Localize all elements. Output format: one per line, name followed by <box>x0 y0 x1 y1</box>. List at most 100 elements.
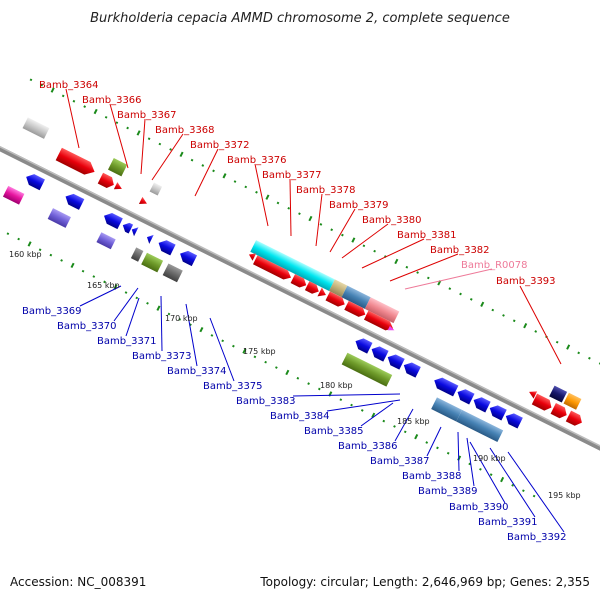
gene-label[interactable]: Bamb_3381 <box>397 230 457 241</box>
gene-label[interactable]: Bamb_3386 <box>338 441 398 452</box>
gene-feature[interactable] <box>329 279 348 298</box>
scale-label: 180 kbp <box>320 381 353 390</box>
gene-feature[interactable] <box>385 352 405 370</box>
gene-feature[interactable] <box>317 287 328 299</box>
forward-strand-features <box>22 117 585 428</box>
gene-label[interactable]: Bamb_3374 <box>167 366 227 377</box>
inner-tick-ruler <box>6 232 536 498</box>
gene-feature[interactable] <box>563 392 582 410</box>
scale-label: 160 kbp <box>9 250 42 259</box>
gene-label[interactable]: Bamb_3369 <box>22 306 82 317</box>
scale-label: 170 kbp <box>165 314 198 323</box>
top-leader-lines <box>65 88 562 365</box>
gene-feature[interactable] <box>364 297 400 324</box>
gene-feature[interactable] <box>341 352 393 387</box>
gene-feature[interactable] <box>97 172 117 190</box>
gene-feature[interactable] <box>531 393 554 413</box>
gene-label[interactable]: Bamb_3383 <box>236 396 296 407</box>
gene-feature[interactable] <box>290 274 309 290</box>
gene-feature[interactable] <box>253 255 293 282</box>
gene-feature[interactable] <box>527 388 538 399</box>
gene-label[interactable]: Bamb_3377 <box>262 170 322 181</box>
gene-label[interactable]: Bamb_3364 <box>39 80 99 91</box>
gene-feature[interactable] <box>130 247 144 262</box>
gene-feature[interactable] <box>432 375 459 397</box>
gene-feature[interactable] <box>549 385 568 403</box>
gene-feature[interactable] <box>401 360 421 378</box>
gene-label[interactable]: Bamb_3388 <box>402 471 462 482</box>
reverse-strand-features <box>2 172 523 442</box>
gene-feature[interactable] <box>63 191 85 210</box>
gene-label[interactable]: Bamb_3392 <box>507 532 567 543</box>
gene-label[interactable]: Bamb_3372 <box>190 140 250 151</box>
gene-feature[interactable] <box>130 225 139 237</box>
gene-feature[interactable] <box>156 238 176 256</box>
gene-feature[interactable] <box>503 411 523 429</box>
gene-label[interactable]: Bamb_3385 <box>304 426 364 437</box>
backbone <box>0 135 600 462</box>
gene-feature[interactable] <box>55 147 98 178</box>
gene-feature[interactable] <box>369 344 389 362</box>
gene-label[interactable]: Bamb_3366 <box>82 95 142 106</box>
gene-label[interactable]: Bamb_3393 <box>496 276 556 287</box>
gene-feature[interactable] <box>353 336 373 354</box>
rna-leader-line <box>404 268 493 290</box>
gene-feature[interactable] <box>325 291 346 308</box>
gene-feature[interactable] <box>177 248 198 267</box>
gene-label[interactable]: Bamb_3389 <box>418 486 478 497</box>
gene-label[interactable]: Bamb_3390 <box>449 502 509 513</box>
gene-label[interactable]: Bamb_3378 <box>296 185 356 196</box>
gene-feature[interactable] <box>107 157 128 177</box>
gene-feature[interactable] <box>387 325 396 333</box>
gene-feature[interactable] <box>455 387 475 405</box>
gene-feature[interactable] <box>141 252 164 273</box>
gene-feature[interactable] <box>341 285 371 309</box>
gene-label[interactable]: Bamb_3376 <box>227 155 287 166</box>
gene-feature[interactable] <box>101 210 123 230</box>
gene-feature[interactable] <box>431 397 463 422</box>
gene-label[interactable]: Bamb_3373 <box>132 351 192 362</box>
topology-text: Topology: circular; Length: 2,646,969 bp… <box>259 575 590 589</box>
gene-tracks <box>0 78 600 498</box>
outer-tick-ruler <box>29 78 600 365</box>
scale-label: 165 kbp <box>87 281 120 290</box>
gene-feature[interactable] <box>456 409 504 442</box>
gene-feature[interactable] <box>23 172 45 191</box>
gene-feature[interactable] <box>565 410 585 428</box>
gene-feature[interactable] <box>145 233 154 244</box>
gene-feature[interactable] <box>250 240 335 292</box>
gene-feature[interactable] <box>363 310 395 333</box>
scale-label: 175 kbp <box>243 347 276 356</box>
gene-label[interactable]: Bamb_3370 <box>57 321 117 332</box>
gene-feature[interactable] <box>138 196 149 207</box>
gene-feature[interactable] <box>121 221 134 234</box>
gene-feature[interactable] <box>304 281 321 296</box>
gene-feature[interactable] <box>22 117 50 139</box>
gene-label[interactable]: Bamb_3384 <box>270 411 330 422</box>
gene-feature[interactable] <box>487 403 507 421</box>
gene-feature[interactable] <box>247 251 257 261</box>
gene-feature[interactable] <box>344 300 367 319</box>
gene-feature[interactable] <box>471 395 491 413</box>
gene-feature[interactable] <box>550 403 570 420</box>
gene-feature[interactable] <box>149 182 163 196</box>
gene-feature[interactable] <box>162 263 183 283</box>
scale-label: 195 kbp <box>548 491 581 500</box>
gene-label[interactable]: Bamb_3387 <box>370 456 430 467</box>
gene-label[interactable]: Bamb_R0078 <box>461 260 527 271</box>
accession-text: Accession: NC_008391 <box>10 575 146 589</box>
gene-label[interactable]: Bamb_3391 <box>478 517 538 528</box>
gene-label[interactable]: Bamb_3367 <box>117 110 177 121</box>
gene-feature[interactable] <box>2 185 25 205</box>
bottom-gene-labels: Bamb_3369 Bamb_3370 Bamb_3371 Bamb_3373 … <box>22 306 567 543</box>
gene-feature[interactable] <box>113 182 124 192</box>
gene-feature[interactable] <box>96 232 116 250</box>
gene-label[interactable]: Bamb_3379 <box>329 200 389 211</box>
gene-label[interactable]: Bamb_3375 <box>203 381 263 392</box>
gene-feature[interactable] <box>47 208 71 228</box>
gene-label[interactable]: Bamb_3371 <box>97 336 157 347</box>
gene-label[interactable]: Bamb_3368 <box>155 125 215 136</box>
gene-label[interactable]: Bamb_3382 <box>430 245 490 256</box>
gene-label[interactable]: Bamb_3380 <box>362 215 422 226</box>
